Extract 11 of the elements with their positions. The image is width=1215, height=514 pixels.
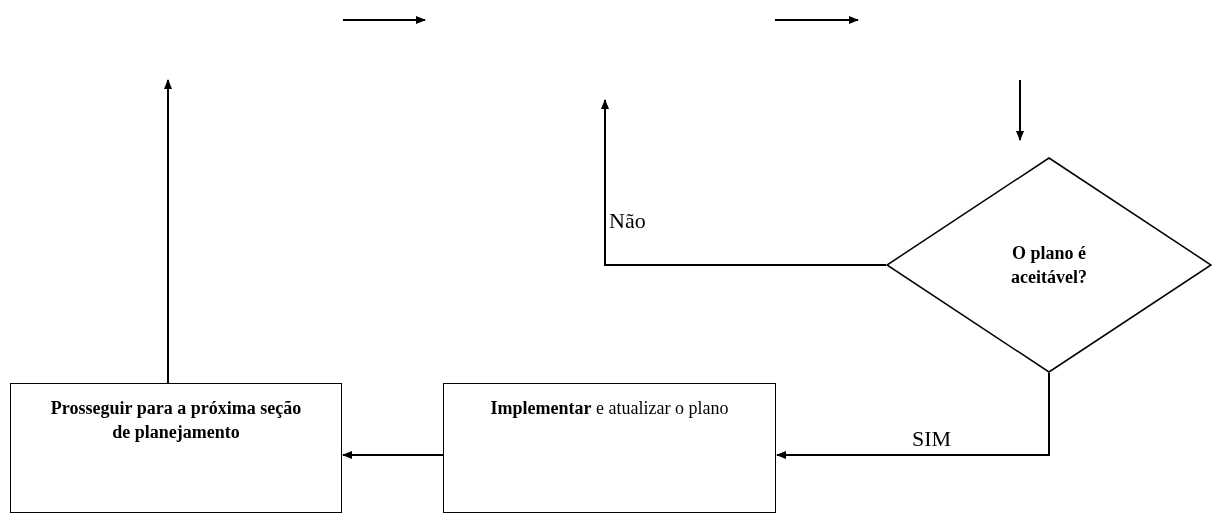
- arrow: [601, 99, 887, 266]
- decision-diamond: [886, 157, 1212, 373]
- arrow: [1016, 79, 1024, 141]
- arrow: [776, 372, 1050, 459]
- arrow: [164, 79, 172, 384]
- process-box: [10, 383, 342, 513]
- arrow: [342, 451, 444, 459]
- step-text: Implementar e atualizar o plano: [490, 397, 729, 420]
- step-text: Prosseguir para a próxima seção de planejamento: [49, 397, 303, 445]
- process-box: [443, 383, 776, 513]
- decision-text: O plano é aceitável?: [1010, 241, 1088, 289]
